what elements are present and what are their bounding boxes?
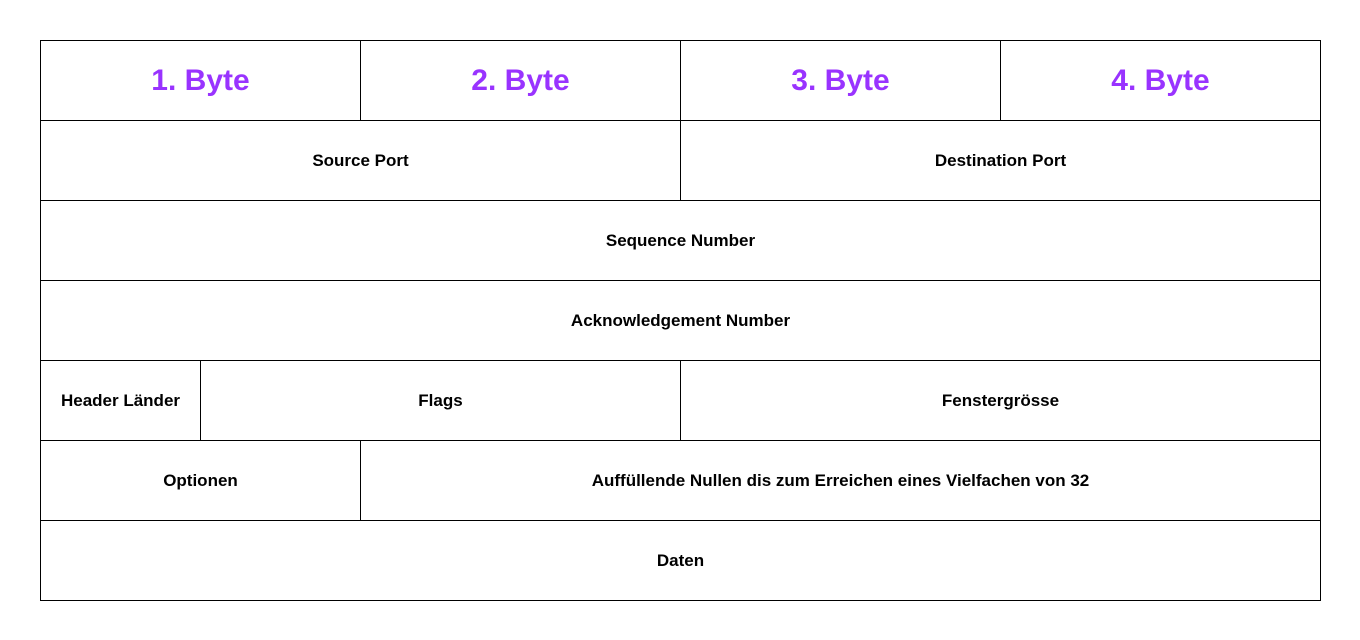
options-field: Optionen	[40, 440, 361, 521]
acknowledgement-number-field: Acknowledgement Number	[40, 280, 1321, 361]
padding-field: Auffüllende Nullen dis zum Erreichen ein…	[360, 440, 1321, 521]
source-port-field: Source Port	[40, 120, 681, 201]
byte-4-header: 4. Byte	[1000, 40, 1321, 121]
tcp-header-diagram: 1. Byte 2. Byte 3. Byte 4. Byte Source P…	[40, 40, 1321, 601]
flags-field: Flags	[200, 360, 681, 441]
byte-3-header: 3. Byte	[680, 40, 1001, 121]
header-length-field: Header Länder	[40, 360, 201, 441]
byte-2-header: 2. Byte	[360, 40, 681, 121]
sequence-number-field: Sequence Number	[40, 200, 1321, 281]
destination-port-field: Destination Port	[680, 120, 1321, 201]
byte-1-header: 1. Byte	[40, 40, 361, 121]
window-size-field: Fenstergrösse	[680, 360, 1321, 441]
data-field: Daten	[40, 520, 1321, 601]
